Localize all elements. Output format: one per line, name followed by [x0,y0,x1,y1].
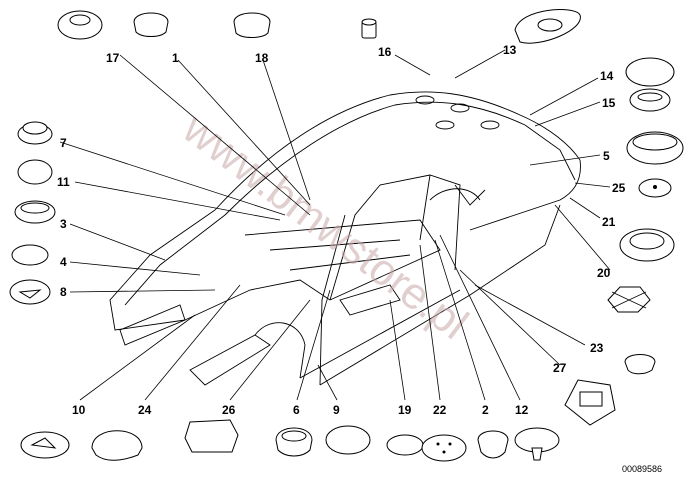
callout-23: 23 [590,341,604,355]
part-25 [638,178,672,198]
part-7 [17,121,53,145]
part-16 [361,18,377,39]
part-15 [629,88,671,112]
callout-6: 6 [293,403,300,417]
part-13 [514,9,581,44]
callout-25: 25 [612,181,626,195]
callout-2: 2 [482,403,489,417]
callout-7: 7 [60,136,67,150]
part-4 [11,244,49,266]
callout-16: 16 [378,45,392,59]
part-27 [564,379,616,426]
part-1 [133,12,169,37]
car-body-outline [109,91,581,386]
callout-22: 22 [433,403,447,417]
leader-lines [59,49,611,401]
callout-11: 11 [57,175,70,189]
part-10 [20,431,70,459]
callout-17: 17 [106,51,120,65]
callout-12: 12 [515,403,529,417]
callout-15: 15 [602,96,616,110]
part-14 [625,57,675,87]
part-21 [619,228,675,262]
callout-8: 8 [60,285,67,299]
callout-14: 14 [600,69,614,83]
part-18 [233,12,271,38]
callout-26: 26 [222,403,236,417]
part-9 [325,425,371,455]
part-11 [17,159,53,185]
part-22 [421,434,467,462]
callout-13: 13 [503,43,517,57]
part-3 [14,200,56,224]
callout-19: 19 [398,403,412,417]
callout-9: 9 [333,403,340,417]
part-8 [9,279,51,305]
callout-18: 18 [255,51,269,65]
part-19 [386,434,424,456]
part-2 [477,430,509,459]
diagram-reference-number: 00089586 [622,464,662,474]
callout-3: 3 [60,217,67,231]
part-26 [184,419,239,453]
part-23 [624,354,656,375]
part-6 [275,427,313,457]
callout-10: 10 [72,403,86,417]
watermark: www.bmwstore.pl [173,103,477,349]
callout-21: 21 [602,215,616,229]
part-24 [91,430,143,461]
callout-24: 24 [138,403,152,417]
part-17 [57,10,103,40]
callout-4: 4 [60,255,67,269]
part-12 [514,427,560,461]
callout-20: 20 [597,266,611,280]
callout-1: 1 [172,51,179,65]
callout-labels: 17 1 18 16 13 14 15 7 11 5 25 3 21 4 8 2… [57,43,626,417]
part-5 [626,131,684,165]
part-20 [607,286,651,313]
callout-5: 5 [603,149,610,163]
callout-27: 27 [553,361,567,375]
